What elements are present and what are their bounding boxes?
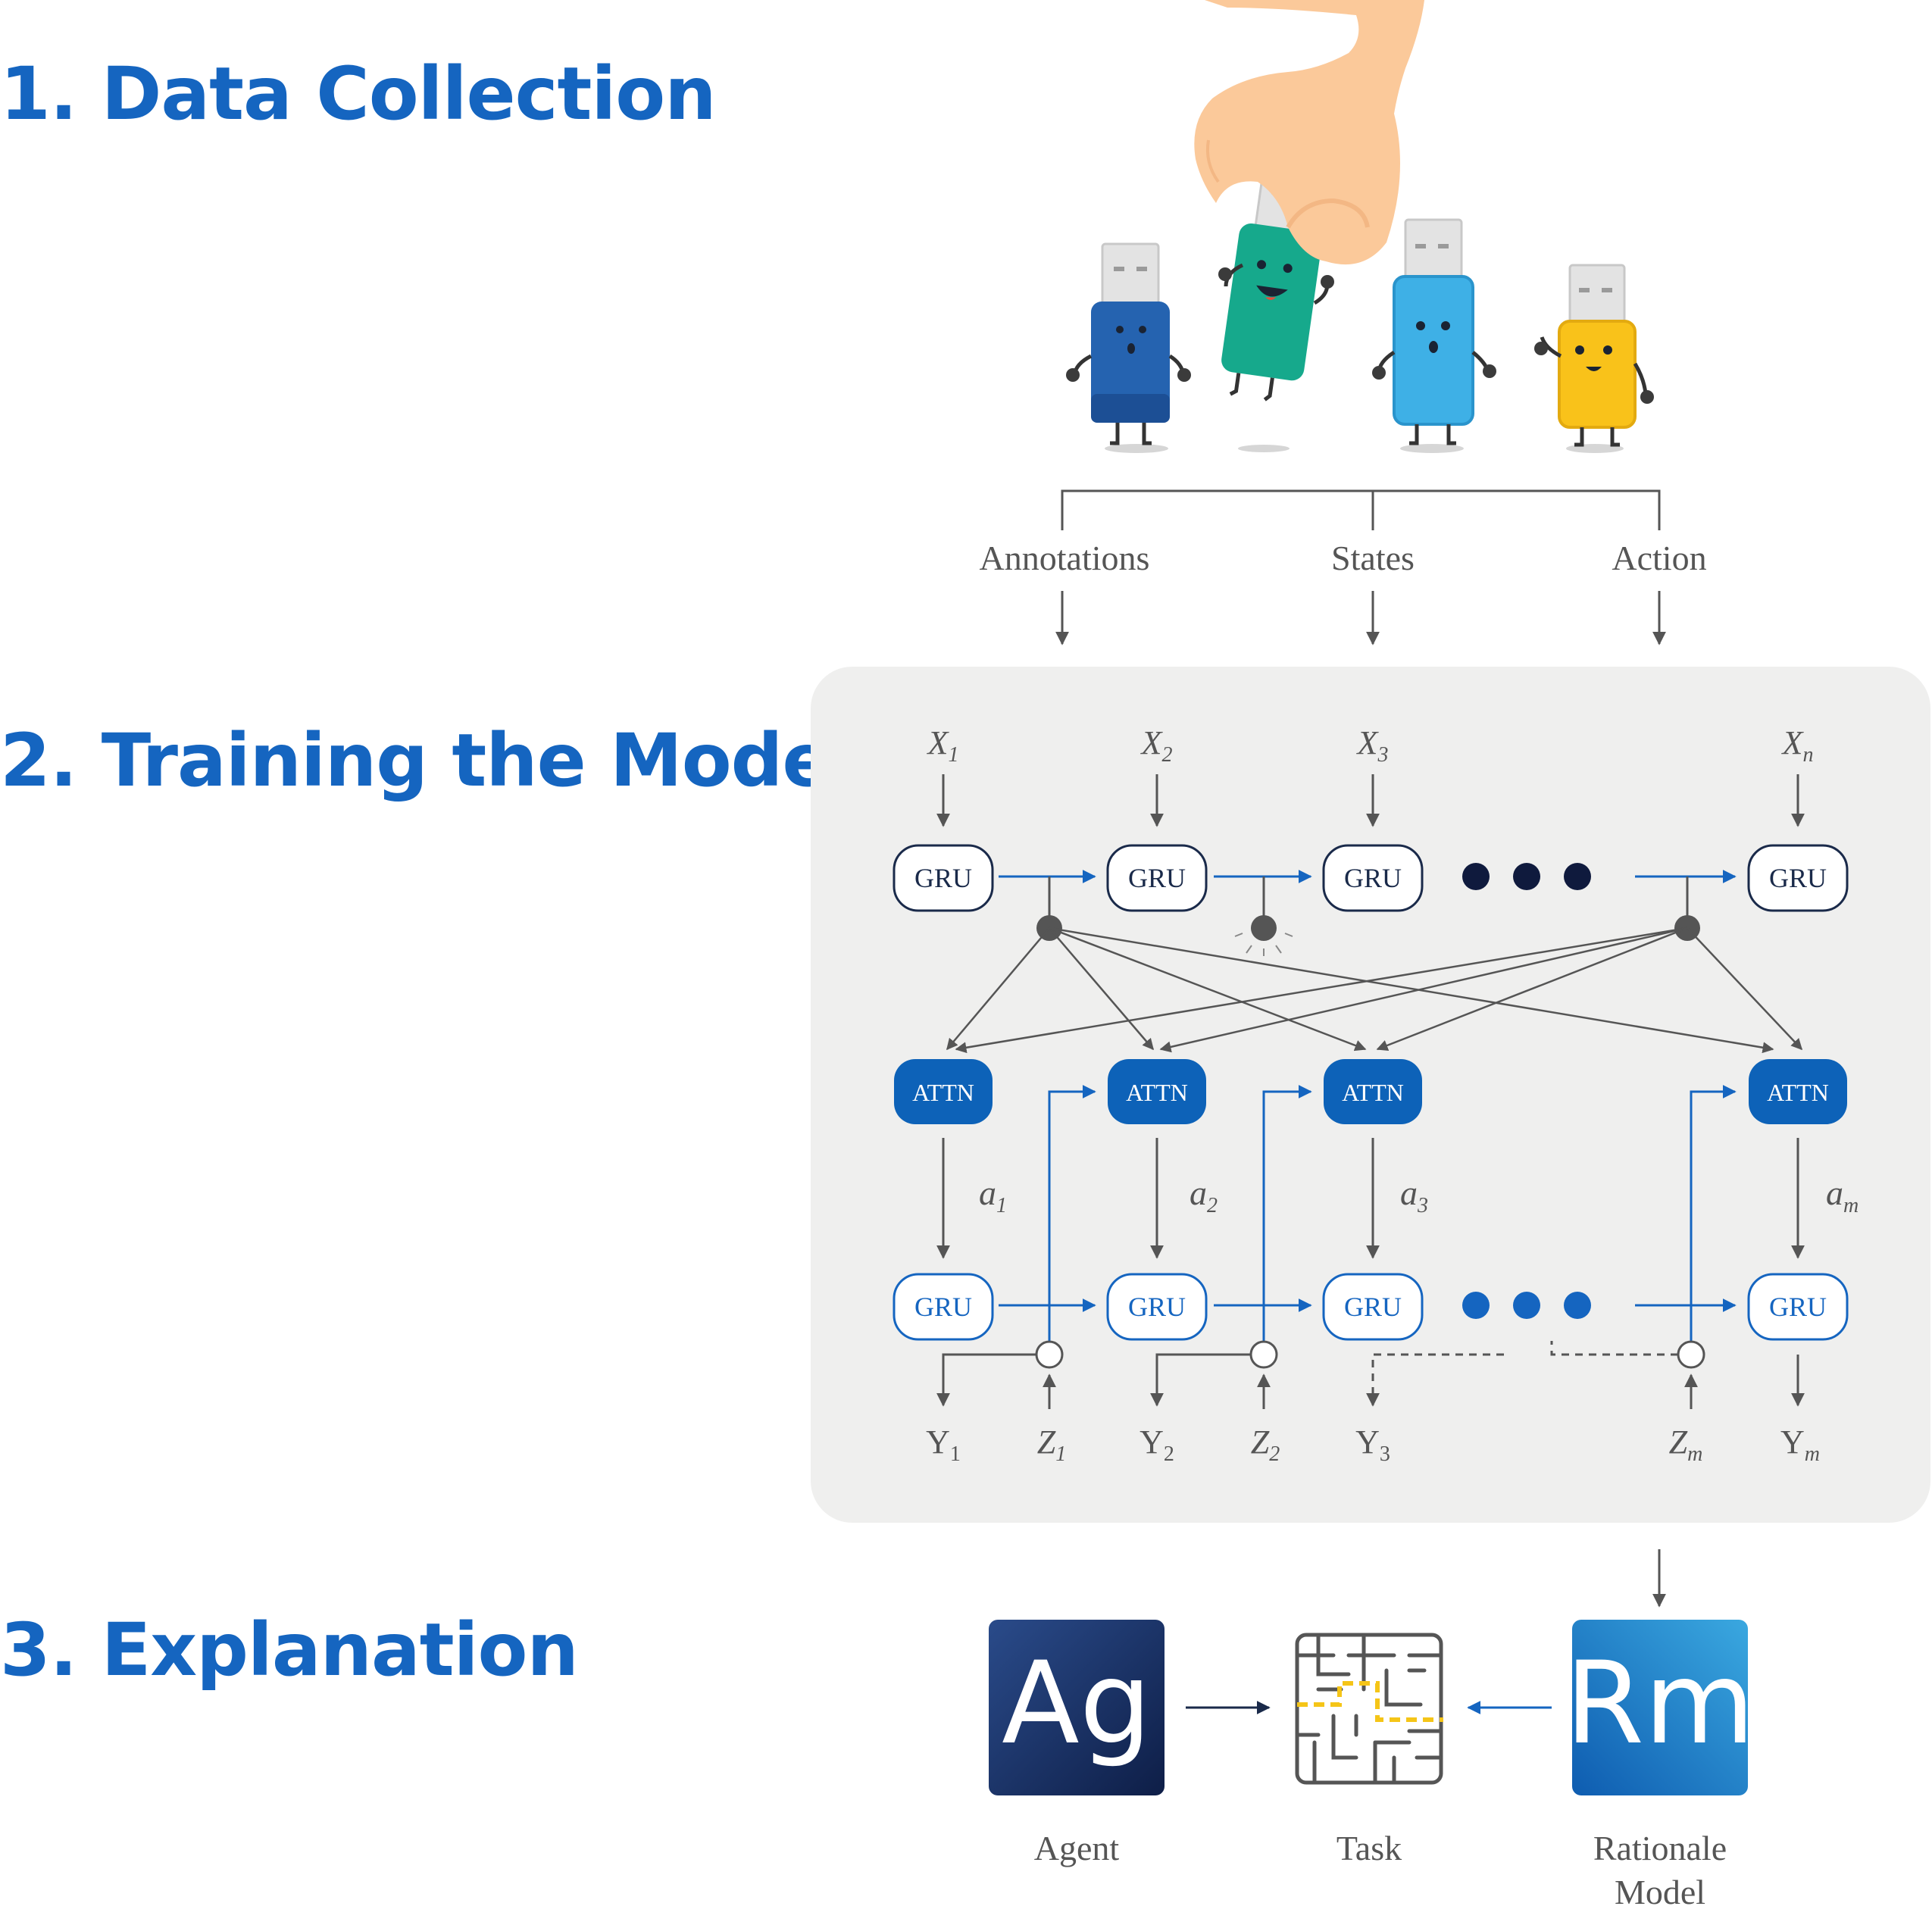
usb-character-dark-blue (1066, 242, 1191, 445)
encoder-row: GRU GRU GRU GRU (893, 844, 1849, 912)
context-am: am (1826, 1173, 1859, 1217)
states-label: States (1331, 539, 1415, 577)
usb-character-yellow (1534, 264, 1654, 447)
svg-text:Rm: Rm (1565, 1638, 1755, 1770)
svg-text:Ag: Ag (1002, 1638, 1152, 1770)
hand-illustration (1194, 0, 1424, 265)
z-node-m (1677, 1340, 1705, 1369)
data-split-connector (1055, 489, 1666, 645)
agent-label: Agent (1034, 1829, 1120, 1867)
output-z1: Z1 (1037, 1423, 1066, 1466)
attn-block-3: ATTN (1324, 1059, 1422, 1124)
output-z2: Z2 (1251, 1423, 1280, 1466)
output-labels: Y1 Z1 Y2 Z2 Y3 Zm Ym (926, 1423, 1820, 1466)
input-xn: Xn (1781, 724, 1814, 767)
z-node-2 (1249, 1340, 1278, 1369)
hidden-node-2 (1251, 915, 1277, 941)
usb-shadow (1105, 444, 1168, 453)
ellipsis-dot (1564, 863, 1591, 890)
output-y2: Y2 (1140, 1423, 1174, 1466)
output-y3: Y3 (1355, 1423, 1390, 1466)
usb-shadow (1400, 444, 1464, 453)
attention-connections (946, 927, 1803, 1054)
rationale-label-line2: Model (1615, 1873, 1705, 1911)
encoder-gru-3: GRU (1322, 844, 1424, 912)
decoder-arrows (999, 1085, 1737, 1341)
attn-block-m: ATTN (1749, 1059, 1847, 1124)
decoder-gru-2: GRU (1106, 1273, 1208, 1341)
section-title-data-collection: 1. Data Collection (0, 52, 717, 136)
svg-text:ATTN: ATTN (1767, 1079, 1829, 1106)
attention-output-labels: a1 a2 a3 am (979, 1173, 1859, 1217)
attention-row: ATTN ATTN ATTN ATTN (894, 1059, 1847, 1124)
svg-text:ATTN: ATTN (1126, 1079, 1188, 1106)
svg-text:GRU: GRU (1128, 1292, 1186, 1322)
context-a1: a1 (979, 1173, 1007, 1217)
maze-icon (1295, 1633, 1443, 1785)
rationale-model-icon: Rm (1565, 1620, 1755, 1795)
output-ym: Ym (1780, 1423, 1820, 1466)
annotations-label: Annotations (980, 539, 1150, 577)
task-label: Task (1336, 1829, 1402, 1867)
input-x1: X1 (927, 724, 959, 767)
decoder-row: GRU GRU GRU GRU (893, 1273, 1849, 1341)
svg-text:GRU: GRU (1344, 863, 1402, 893)
decoder-gru-1: GRU (893, 1273, 994, 1341)
rationale-label-line1: Rationale (1593, 1829, 1727, 1867)
svg-text:GRU: GRU (914, 863, 972, 893)
ellipsis-dot (1513, 1292, 1540, 1319)
svg-text:ATTN: ATTN (912, 1079, 974, 1106)
ellipsis-dot (1462, 863, 1490, 890)
ellipsis-dot (1462, 1292, 1490, 1319)
output-zm: Zm (1669, 1423, 1703, 1466)
attn-block-1: ATTN (894, 1059, 993, 1124)
svg-text:GRU: GRU (914, 1292, 972, 1322)
decoder-gru-3: GRU (1322, 1273, 1424, 1341)
attention-output-arrows (936, 1138, 1805, 1259)
decoder-gru-m: GRU (1747, 1273, 1849, 1341)
attn-block-2: ATTN (1108, 1059, 1206, 1124)
output-wiring (936, 1341, 1805, 1409)
usb-characters-illustration (1066, 0, 1654, 453)
input-x2: X2 (1140, 724, 1173, 767)
z-node-1 (1035, 1340, 1064, 1369)
action-label: Action (1612, 539, 1706, 577)
encoder-gru-1: GRU (893, 844, 994, 912)
svg-text:GRU: GRU (1769, 863, 1827, 893)
hidden-node-rays (1234, 933, 1293, 956)
ellipsis-dot (1564, 1292, 1591, 1319)
output-y1: Y1 (926, 1423, 961, 1466)
usb-character-light-blue (1372, 218, 1496, 445)
svg-text:ATTN: ATTN (1342, 1079, 1404, 1106)
svg-text:GRU: GRU (1344, 1292, 1402, 1322)
input-arrows (936, 774, 1805, 827)
agent-icon: Ag (989, 1620, 1165, 1795)
context-a2: a2 (1190, 1173, 1218, 1217)
input-labels: X1 X2 X3 Xn (927, 724, 1814, 767)
section-title-explanation: 3. Explanation (0, 1608, 579, 1692)
context-a3: a3 (1400, 1173, 1428, 1217)
encoder-gru-2: GRU (1106, 844, 1208, 912)
ellipsis-dot (1513, 863, 1540, 890)
encoder-gru-n: GRU (1747, 844, 1849, 912)
section-title-training: 2. Training the Model (0, 718, 855, 803)
svg-text:GRU: GRU (1128, 863, 1186, 893)
svg-text:GRU: GRU (1769, 1292, 1827, 1322)
input-x3: X3 (1356, 724, 1389, 767)
usb-shadow (1238, 445, 1290, 452)
